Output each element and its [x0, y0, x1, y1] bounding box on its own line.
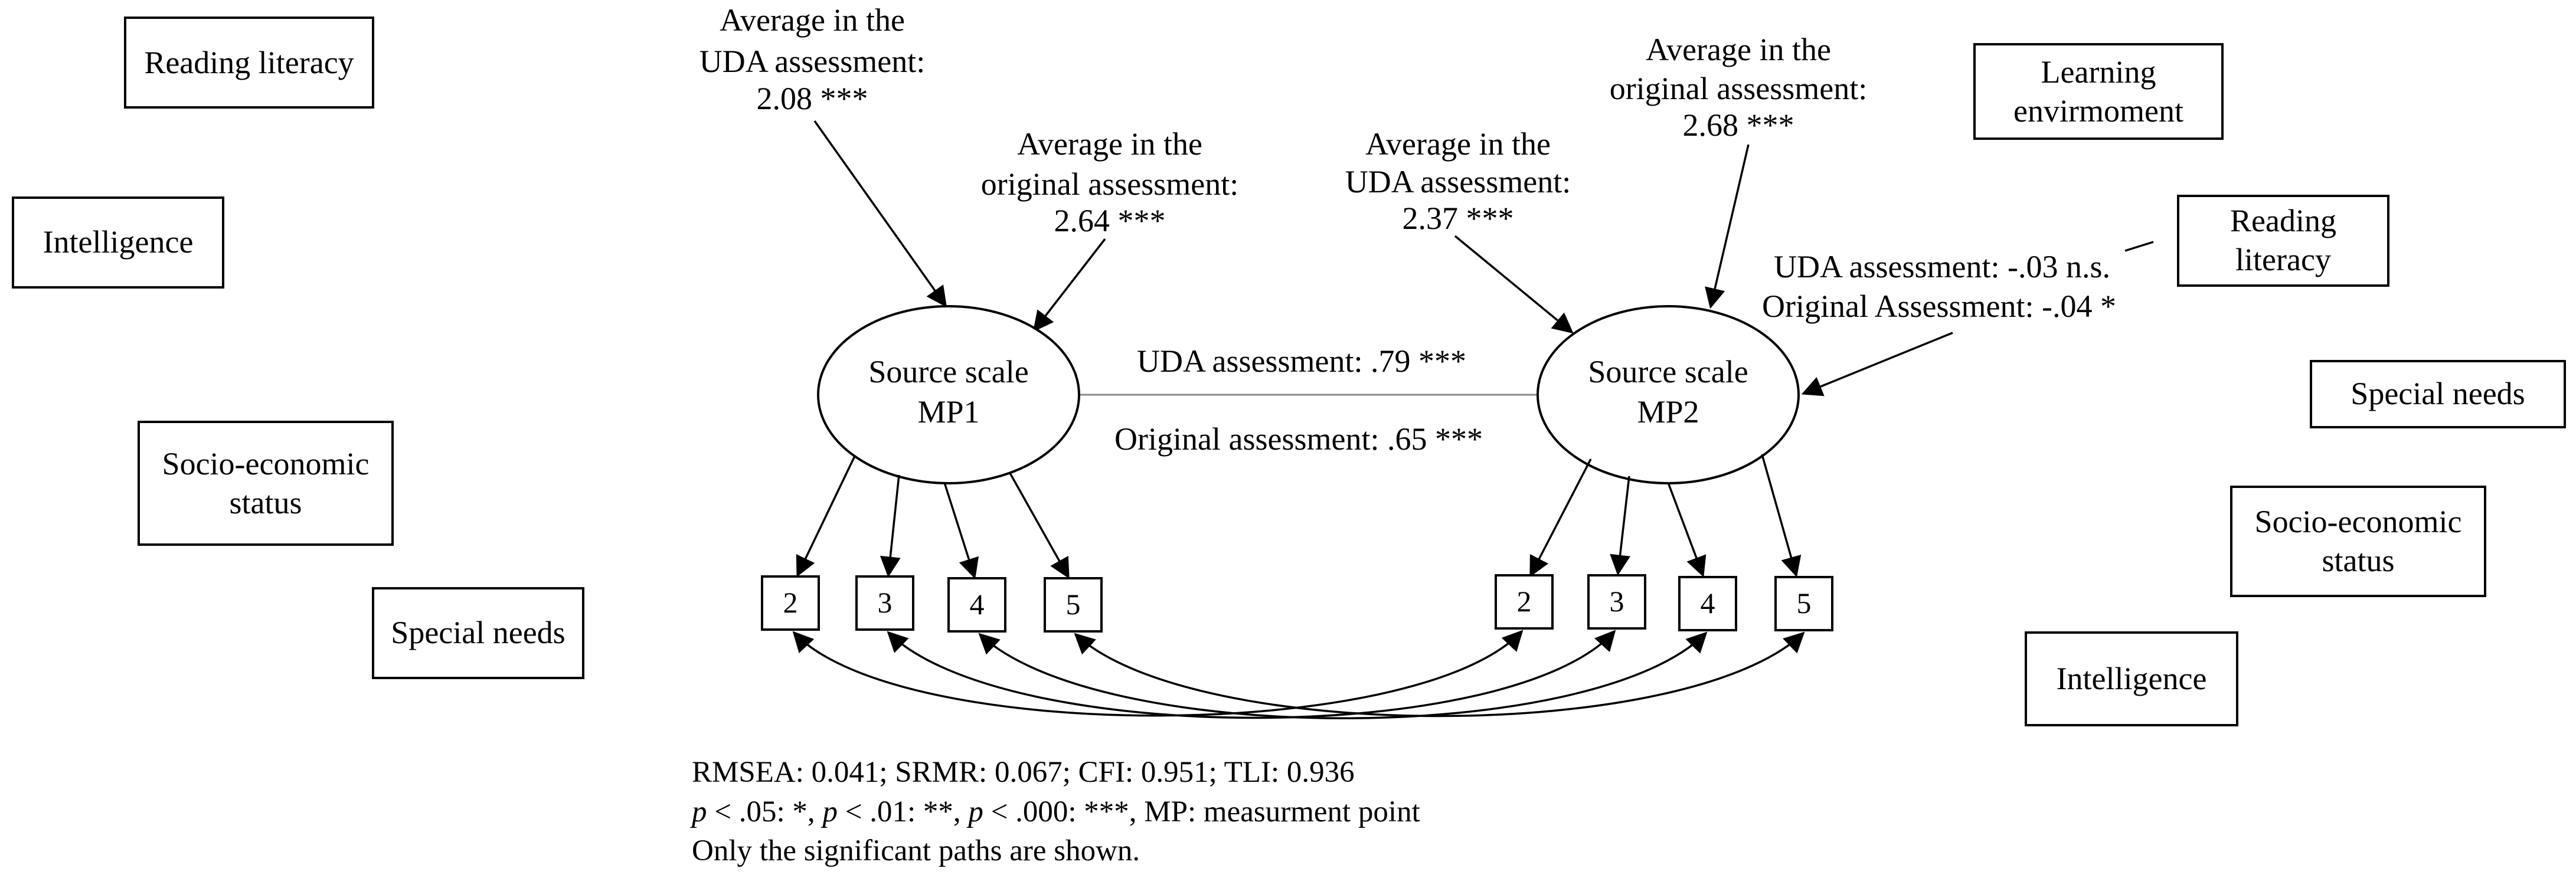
latent-factor-mp1: Source scale MP1 [817, 305, 1080, 484]
indicator-mp2-2: 2 [1495, 574, 1554, 630]
left-covariate-special-needs: Special needs [372, 587, 584, 679]
indicator-mp1-2-label: 2 [783, 586, 798, 619]
left-covariate-intelligence: Intelligence [12, 196, 224, 289]
path-arrow-mp2-uda [1454, 235, 1574, 334]
sig-text-3: < .000: ***, MP: measurment point [983, 795, 1420, 828]
loading-arrow-mp1-5 [1008, 471, 1070, 579]
residual-covariance-4 [978, 631, 1708, 719]
mp2-orig-line3: 2.68 *** [1683, 107, 1794, 143]
residual-covariance-2 [792, 630, 1524, 717]
indicator-mp2-4: 4 [1678, 576, 1737, 631]
mp2-orig-line2: original assessment: [1610, 71, 1867, 106]
annotation-mp1-original-average: Average in the original assessment: 2.64… [981, 126, 1238, 238]
sig-p-2: p [820, 795, 838, 828]
indicator-mp2-5-label: 5 [1797, 587, 1812, 620]
significant-paths-note: Only the significant paths are shown. [692, 834, 1140, 867]
loading-arrow-mp2-2 [1529, 458, 1592, 578]
mp2-label-line2: MP2 [1637, 394, 1699, 430]
right-ses-label-line1: Socio-economic [2255, 504, 2462, 539]
residual-covariance-3 [887, 630, 1616, 719]
left-reading-literacy-label: Reading literacy [144, 45, 354, 80]
reading-path-uda: UDA assessment: -.03 n.s. [1774, 249, 2110, 284]
right-reading-literacy-label-line2: literacy [2235, 242, 2331, 277]
indicator-mp2-5: 5 [1774, 576, 1833, 631]
path-line-reading-box [2124, 241, 2154, 252]
indicator-mp2-3-label: 3 [1610, 585, 1624, 618]
right-covariate-special-needs: Special needs [2310, 360, 2566, 428]
fit-indices: RMSEA: 0.041; SRMR: 0.067; CFI: 0.951; T… [692, 756, 1355, 789]
loading-arrow-mp2-5 [1761, 454, 1802, 578]
right-ses-label-line2: status [2322, 543, 2394, 578]
mp2-uda-line1: Average in the [1365, 126, 1551, 162]
right-learning-env-label-line1: Learning [2041, 54, 2156, 90]
reading-path-orig: Original Assessment: -.04 * [1762, 289, 2116, 324]
left-intelligence-label: Intelligence [43, 224, 194, 260]
footnote: RMSEA: 0.041; SRMR: 0.067; CFI: 0.951; T… [690, 756, 1420, 867]
right-reading-literacy-label-line1: Reading [2230, 203, 2336, 238]
loading-arrow-mp2-3 [1610, 476, 1630, 576]
indicator-mp1-3-label: 3 [878, 586, 893, 619]
loading-arrow-mp1-2 [796, 456, 856, 578]
mp1-orig-line3: 2.64 *** [1054, 203, 1166, 238]
path-arrow-mp1-orig [1032, 238, 1106, 332]
sig-text-1: < .05: *, [707, 795, 823, 828]
sig-text-2: < .01: **, [838, 795, 968, 828]
indicator-mp2-3: 3 [1587, 574, 1646, 630]
latent-factor-mp2: Source scale MP2 [1537, 305, 1800, 484]
mp1-label-line2: MP1 [917, 394, 979, 430]
indicator-mp1-2: 2 [761, 575, 820, 631]
path-arrow-reading-literacy [1801, 332, 1953, 397]
correlation-original-label: Original assessment: .65 *** [1114, 421, 1483, 457]
loading-arrow-mp2-4 [1667, 482, 1707, 578]
mp2-orig-line1: Average in the [1646, 32, 1831, 67]
right-learning-env-label-line2: envirmoment [2013, 93, 2183, 129]
significance-legend: p < .05: *, p < .01: **, p < .000: ***, … [690, 795, 1420, 828]
left-covariate-ses: Socio-economic status [138, 421, 394, 546]
residual-covariance-5 [1074, 631, 1805, 718]
annotation-mp2-original-average: Average in the original assessment: 2.68… [1610, 32, 1867, 143]
mp1-uda-line1: Average in the [720, 2, 905, 38]
sig-p-3: p [966, 795, 983, 828]
loading-arrow-mp1-4 [943, 482, 979, 579]
indicator-mp1-5-label: 5 [1066, 588, 1081, 621]
right-intelligence-label: Intelligence [2057, 661, 2207, 696]
left-special-needs-label: Special needs [391, 615, 565, 650]
left-ses-label-line2: status [229, 485, 302, 520]
indicator-mp1-3: 3 [855, 575, 914, 631]
mp2-uda-line2: UDA assessment: [1345, 164, 1571, 199]
mp1-orig-line2: original assessment: [981, 166, 1238, 202]
path-arrow-mp1-uda [813, 120, 947, 307]
mp1-uda-line3: 2.08 *** [757, 81, 868, 116]
left-covariate-reading-literacy: Reading literacy [124, 17, 374, 109]
right-covariate-reading-literacy: Reading literacy [2177, 195, 2389, 287]
mp2-uda-line3: 2.37 *** [1403, 201, 1514, 236]
indicator-mp1-5: 5 [1044, 577, 1103, 633]
mp1-uda-line2: UDA assessment: [699, 44, 925, 79]
right-covariate-intelligence: Intelligence [2025, 631, 2238, 726]
indicator-mp2-2-label: 2 [1517, 585, 1532, 618]
mp2-label-line1: Source scale [1588, 354, 1748, 389]
indicator-mp2-4-label: 4 [1701, 587, 1715, 620]
annotation-mp1-uda-average: Average in the UDA assessment: 2.08 *** [699, 2, 925, 116]
right-special-needs-label: Special needs [2351, 376, 2525, 411]
mp1-orig-line1: Average in the [1017, 126, 1202, 162]
indicator-mp1-4-label: 4 [970, 588, 985, 621]
annotation-mp2-uda-average: Average in the UDA assessment: 2.37 *** [1345, 126, 1571, 236]
correlation-uda-label: UDA assessment: .79 *** [1137, 343, 1466, 379]
right-covariate-learning-environment: Learning envirmoment [1973, 43, 2224, 140]
loading-arrow-mp1-3 [880, 474, 901, 578]
indicator-mp1-4: 4 [947, 577, 1006, 633]
sig-p-1: p [690, 795, 707, 828]
right-covariate-ses: Socio-economic status [2230, 486, 2486, 597]
path-arrow-mp2-orig [1705, 144, 1750, 309]
left-ses-label-line1: Socio-economic [162, 446, 370, 481]
annotation-reading-literacy-path: UDA assessment: -.03 n.s. Original Asses… [1762, 249, 2116, 324]
mp1-label-line1: Source scale [868, 354, 1028, 389]
